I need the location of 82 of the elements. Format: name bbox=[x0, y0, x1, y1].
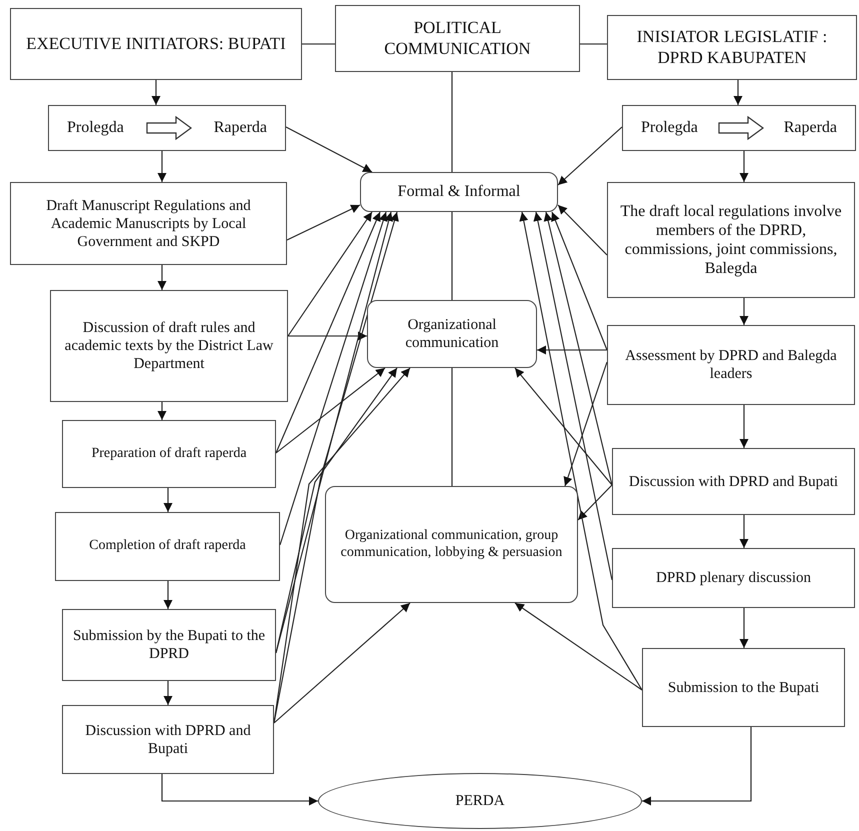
process-box bbox=[62, 420, 276, 488]
arrow bbox=[578, 484, 612, 520]
connector-line bbox=[451, 72, 453, 172]
box-text: Submission to the Bupati bbox=[668, 678, 820, 696]
arrow bbox=[164, 488, 172, 512]
arrow bbox=[286, 126, 372, 172]
arrow bbox=[158, 402, 166, 420]
box-text: DPRD plenary discussion bbox=[656, 569, 811, 587]
arrow bbox=[164, 681, 172, 705]
arrow bbox=[288, 332, 367, 340]
arrow bbox=[164, 581, 172, 609]
arrow bbox=[158, 265, 166, 290]
box-text: Completion of draft raperda bbox=[89, 538, 246, 555]
arrow bbox=[533, 212, 613, 580]
box-text: Raperda bbox=[784, 118, 837, 138]
arrow bbox=[275, 212, 394, 654]
arrow bbox=[734, 80, 742, 105]
box-text: Raperda bbox=[214, 118, 267, 138]
box-text: Organizational communication, group communication, lobbying & persuasion bbox=[340, 528, 564, 562]
box-text: Submission by the Bupati to the DPRD bbox=[72, 627, 266, 663]
box-text: Organizational communication bbox=[404, 316, 500, 352]
arrow bbox=[551, 212, 608, 350]
process-box bbox=[48, 105, 286, 151]
box-text: Draft Manuscript Regulations and Academic Manuscripts by Local Government and SKPD bbox=[45, 196, 252, 250]
arrow bbox=[286, 204, 360, 240]
connector-line bbox=[451, 368, 453, 486]
arrow bbox=[740, 405, 748, 448]
arrow bbox=[740, 608, 748, 648]
rounded-box bbox=[325, 486, 578, 603]
arrow bbox=[275, 368, 398, 654]
box-text: INISIATOR LEGISLATIF : DPRD KABUPATEN bbox=[636, 27, 828, 68]
arrow bbox=[544, 212, 613, 486]
box-text: PERDA bbox=[455, 792, 505, 810]
arrow bbox=[152, 80, 160, 105]
process-box bbox=[607, 15, 857, 80]
arrow bbox=[514, 368, 612, 486]
rounded-box bbox=[367, 300, 537, 368]
rounded-box bbox=[360, 172, 558, 212]
arrow bbox=[537, 346, 607, 354]
process-box bbox=[607, 325, 855, 405]
process-box bbox=[62, 609, 276, 681]
connector-line bbox=[302, 43, 335, 45]
process-box bbox=[50, 290, 288, 402]
box-text: Assessment by DPRD and Balegda leaders bbox=[624, 347, 838, 383]
arrow bbox=[514, 602, 642, 690]
connector-line bbox=[580, 43, 607, 45]
arrow bbox=[558, 126, 622, 186]
process-box bbox=[622, 105, 856, 151]
process-box bbox=[612, 448, 855, 515]
arrow bbox=[279, 212, 388, 546]
arrow bbox=[161, 774, 318, 806]
arrow bbox=[642, 727, 752, 806]
arrow bbox=[564, 362, 608, 486]
process-box bbox=[642, 648, 845, 727]
process-box bbox=[612, 548, 855, 608]
arrow bbox=[519, 212, 642, 690]
box-text: Discussion with DPRD and Bupati bbox=[84, 722, 252, 758]
arrow bbox=[274, 602, 410, 724]
process-box bbox=[335, 5, 580, 72]
arrow bbox=[740, 151, 748, 182]
arrow bbox=[558, 204, 608, 256]
arrow bbox=[276, 368, 386, 454]
process-box bbox=[10, 8, 302, 80]
process-box bbox=[55, 512, 280, 581]
box-text: Prolegda bbox=[641, 118, 698, 138]
box-text: Discussion of draft rules and academic texts by the District Law Department bbox=[64, 319, 274, 373]
process-box bbox=[607, 182, 855, 298]
box-text: Formal & Informal bbox=[398, 182, 520, 202]
box-text: Preparation of draft raperda bbox=[91, 446, 247, 462]
arrow bbox=[740, 515, 748, 548]
connector-line bbox=[451, 212, 453, 300]
process-box bbox=[62, 705, 274, 774]
box-text: EXECUTIVE INITIATORS: BUPATI bbox=[26, 34, 286, 54]
arrow bbox=[288, 212, 372, 336]
arrow bbox=[740, 298, 748, 325]
box-text: POLITICAL COMMUNICATION bbox=[383, 18, 532, 59]
process-box bbox=[10, 182, 287, 265]
arrow bbox=[276, 212, 381, 454]
box-text: The draft local regulations involve members of the DPRD, commissions, joint commissions, Balegda bbox=[619, 202, 843, 278]
box-text: Discussion with DPRD and Bupati bbox=[628, 472, 838, 490]
arrow bbox=[158, 151, 166, 182]
box-text: Prolegda bbox=[67, 118, 124, 138]
